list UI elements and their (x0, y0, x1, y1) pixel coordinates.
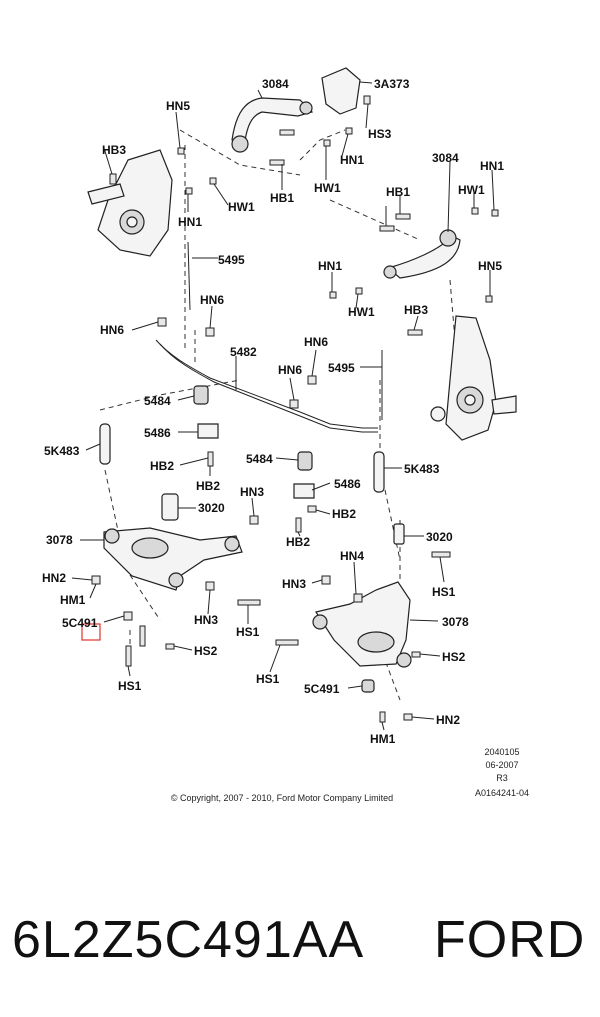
label-5486-left: 5486 (144, 426, 171, 440)
label-hn3-center: HN3 (282, 577, 306, 591)
bracket-3a373 (321, 67, 361, 115)
label-3a373: 3A373 (374, 77, 410, 91)
label-5k483-right: 5K483 (404, 462, 440, 476)
label-3020-right: 3020 (426, 530, 453, 544)
label-hn2-left: HN2 (42, 571, 66, 585)
label-hb3-left: HB3 (102, 143, 126, 157)
drawing-metadata: 2040105 06-2007 R3 A0164241-04 © Copyrig… (171, 747, 529, 803)
callout-leaders (71, 81, 495, 731)
label-3020-left: 3020 (198, 501, 225, 515)
upper-control-arm-left (231, 97, 314, 153)
label-3084-upper-arm-left: 3084 (262, 77, 289, 91)
lower-control-arm-left (103, 527, 243, 591)
label-hn4: HN4 (340, 549, 364, 563)
label-hb2-left-lower: HB2 (196, 479, 220, 493)
ball-joint-5c491-right (361, 679, 375, 693)
label-hm1-right: HM1 (370, 732, 396, 746)
suspension-exploded-diagram: 3084 3A373 HN5 HS3 HB3 HN1 3084 HN1 HW1 … (42, 67, 529, 803)
drawing-date: 06-2007 (485, 760, 518, 770)
steering-knuckle-left (87, 149, 173, 257)
label-hn6-mid: HN6 (278, 363, 302, 377)
label-hs1-center-lower: HS1 (256, 672, 280, 686)
label-5484-right: 5484 (246, 452, 273, 466)
label-hw1-center: HW1 (314, 181, 341, 195)
label-3078-left: 3078 (46, 533, 73, 547)
label-5k483-left: 5K483 (44, 444, 80, 458)
label-hw1-right: HW1 (458, 183, 485, 197)
label-5482: 5482 (230, 345, 257, 359)
label-hm1-left: HM1 (60, 593, 86, 607)
hardware (91, 95, 499, 723)
stabilizer-bar-5482 (155, 339, 378, 433)
label-5c491-left: 5C491 (62, 616, 98, 630)
copyright-notice: © Copyright, 2007 - 2010, Ford Motor Com… (171, 793, 393, 803)
stabilizer-links (99, 241, 385, 493)
label-hn6-far-left: HN6 (100, 323, 124, 337)
label-hs3: HS3 (368, 127, 392, 141)
label-5484-left: 5484 (144, 394, 171, 408)
bracket-3020-left (161, 493, 179, 521)
label-hn1-mid: HN1 (318, 259, 342, 273)
label-hn3-lower: HN3 (194, 613, 218, 627)
label-hw1-mid: HW1 (348, 305, 375, 319)
label-hn6-center: HN6 (304, 335, 328, 349)
label-hw1-left: HW1 (228, 200, 255, 214)
stabilizer-bushings (193, 385, 315, 499)
steering-knuckle-right (430, 315, 517, 441)
label-5495-right: 5495 (328, 361, 355, 375)
drawing-revision: R3 (496, 773, 508, 783)
label-hs1-left-lower: HS1 (118, 679, 142, 693)
label-hn3-left: HN3 (240, 485, 264, 499)
label-hs2-right: HS2 (442, 650, 466, 664)
label-hn1-upper: HN1 (340, 153, 364, 167)
label-5495-left: 5495 (218, 253, 245, 267)
drawing-reference: A0164241-04 (475, 788, 529, 798)
label-hn5-left: HN5 (166, 99, 190, 113)
label-hb3-right: HB3 (404, 303, 428, 317)
label-hn1-left: HN1 (178, 215, 202, 229)
label-hb2-center: HB2 (286, 535, 310, 549)
bracket-3020-right (393, 523, 405, 545)
lower-control-arm-right (312, 581, 412, 668)
label-3078-right: 3078 (442, 615, 469, 629)
part-footer: 6L2Z5C491AA FORD (0, 900, 600, 980)
label-hb1-left: HB1 (270, 191, 294, 205)
label-hs2-left: HS2 (194, 644, 218, 658)
label-hb2-left: HB2 (150, 459, 174, 473)
label-hn6-left: HN6 (200, 293, 224, 307)
highlight-box-5c491 (81, 623, 101, 641)
label-hn2-right: HN2 (436, 713, 460, 727)
upper-control-arm-right (383, 229, 461, 279)
callout-labels: 3084 3A373 HN5 HS3 HB3 HN1 3084 HN1 HW1 … (42, 77, 504, 746)
label-hn1-right: HN1 (480, 159, 504, 173)
brand-name: FORD (434, 911, 586, 969)
label-5c491-right: 5C491 (304, 682, 340, 696)
label-3084-upper-arm-right: 3084 (432, 151, 459, 165)
label-hs1-left-mid: HS1 (236, 625, 260, 639)
label-hb1-right: HB1 (386, 185, 410, 199)
drawing-code: 2040105 (484, 747, 519, 757)
label-hn5-right: HN5 (478, 259, 502, 273)
label-hs1-right-upper: HS1 (432, 585, 456, 599)
label-5486-right: 5486 (334, 477, 361, 491)
part-number: 6L2Z5C491AA (12, 911, 365, 969)
label-hb2-right: HB2 (332, 507, 356, 521)
